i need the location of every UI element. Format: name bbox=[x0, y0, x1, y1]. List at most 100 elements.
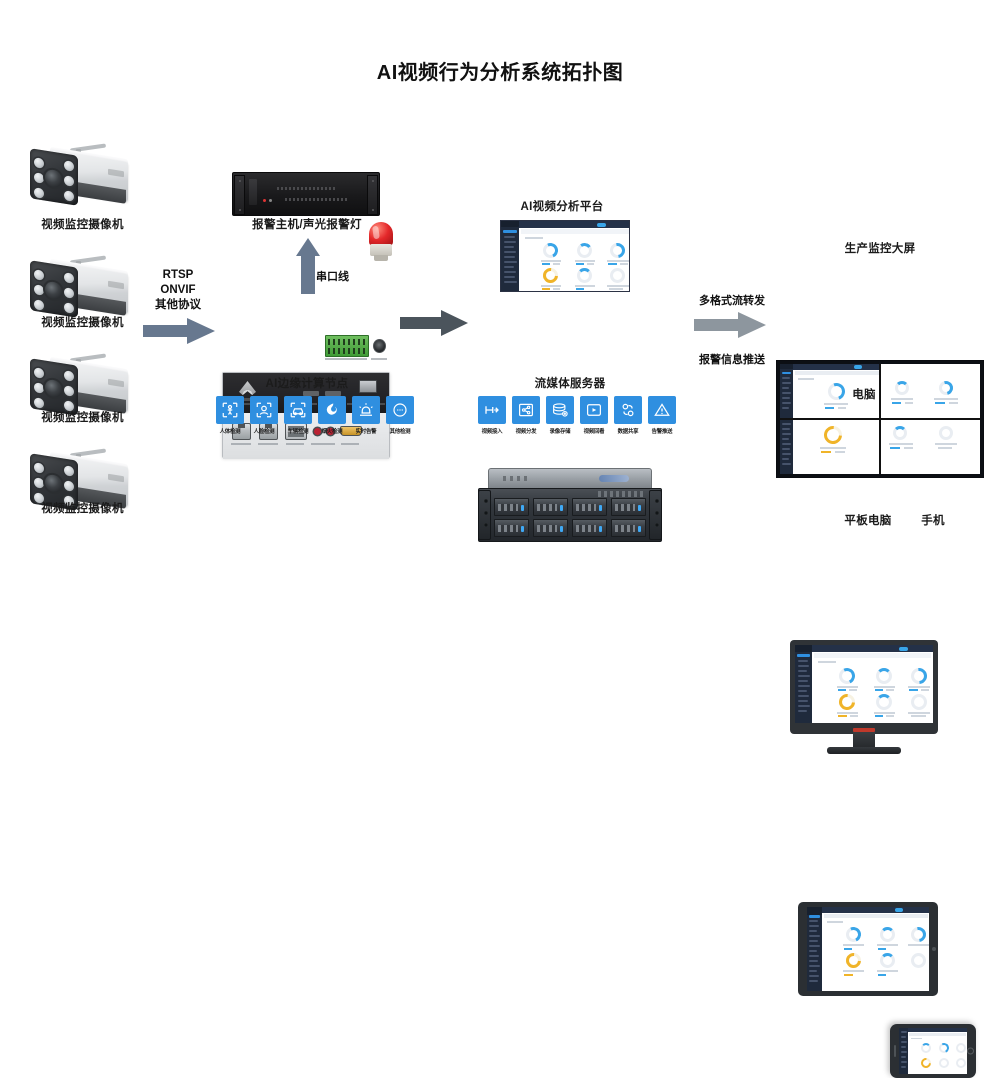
phone-home-button[interactable] bbox=[967, 1047, 974, 1055]
bnc-port-2-icon bbox=[327, 428, 334, 435]
output-arrow-bottom-label: 报警信息推送 bbox=[699, 354, 765, 366]
platform-label: AI视频分析平台 bbox=[520, 201, 604, 213]
edge-node-io-right bbox=[222, 328, 390, 374]
camera-icon bbox=[26, 448, 138, 513]
realtime-alarm-icon bbox=[352, 396, 380, 424]
feature-vehicle-detect[interactable]: 车辆检测 bbox=[284, 396, 312, 435]
tablet-home-button[interactable] bbox=[931, 947, 936, 951]
feature-label: 其他检测 bbox=[389, 429, 411, 435]
phone-speaker bbox=[893, 1045, 896, 1057]
protocol-line-1: RTSP bbox=[162, 269, 194, 281]
camera-icon bbox=[26, 353, 138, 418]
serial-cable-arrow bbox=[296, 238, 320, 299]
other-detect-icon bbox=[386, 396, 414, 424]
feature-label: 视频接入 bbox=[481, 429, 503, 435]
computer-label: 电脑 bbox=[852, 389, 876, 401]
edge-node-overlay bbox=[222, 288, 390, 374]
human-body-detect-icon bbox=[216, 396, 244, 424]
feature-face-detect[interactable]: 人脸检测 bbox=[250, 396, 278, 435]
feature-data-share[interactable]: 数据共享 bbox=[614, 396, 642, 435]
strobe-dome-icon bbox=[369, 222, 393, 246]
video-wall-label: 生产监控大屏 bbox=[844, 243, 916, 255]
edge-to-server-arrow bbox=[400, 310, 468, 336]
feature-video-ingest[interactable]: 视频接入 bbox=[478, 396, 506, 435]
video-wall[interactable] bbox=[776, 360, 984, 478]
dashboard-screen bbox=[501, 221, 629, 291]
page-title: AI视频行为分析系统拓扑图 bbox=[376, 62, 624, 84]
stream-media-server[interactable] bbox=[478, 468, 662, 542]
smartphone[interactable] bbox=[890, 1024, 976, 1078]
feature-label: 告警推送 bbox=[651, 429, 673, 435]
desktop-computer[interactable] bbox=[790, 640, 938, 758]
feature-label: 车辆检测 bbox=[287, 429, 309, 435]
tablet-label: 平板电脑 bbox=[844, 515, 892, 527]
camera-2[interactable] bbox=[22, 254, 142, 326]
video-distribute-icon bbox=[512, 396, 540, 424]
record-storage-icon bbox=[546, 396, 574, 424]
feature-record-storage[interactable]: 录像存储 bbox=[546, 396, 574, 435]
edge-node-label: AI边缘计算节点 bbox=[265, 378, 349, 390]
stream-server-label: 流媒体服务器 bbox=[534, 378, 606, 390]
camera-icon bbox=[26, 143, 138, 208]
wall-cell-1[interactable] bbox=[780, 364, 879, 418]
phone-screen[interactable] bbox=[899, 1028, 967, 1074]
feature-alarm-push[interactable]: 告警推送 bbox=[648, 396, 676, 435]
feature-video-distribute[interactable]: 视频分发 bbox=[512, 396, 540, 435]
feature-fire-smoke-detect[interactable]: 烟火检测 bbox=[318, 396, 346, 435]
vehicle-detect-icon bbox=[284, 396, 312, 424]
ai-video-analysis-platform[interactable] bbox=[500, 220, 630, 292]
strobe-alarm-light[interactable] bbox=[368, 222, 394, 262]
edge-mini-port-icon bbox=[359, 380, 377, 393]
camera-icon bbox=[26, 255, 138, 320]
monitor-bezel bbox=[790, 640, 938, 734]
fire-smoke-detect-icon bbox=[318, 396, 346, 424]
feature-label: 烟火检测 bbox=[321, 429, 343, 435]
wall-cell-2[interactable] bbox=[881, 364, 980, 418]
protocol-line-2: ONVIF bbox=[160, 284, 196, 296]
bnc-port-1-icon bbox=[314, 428, 321, 435]
feature-video-playback[interactable]: 视频回看 bbox=[580, 396, 608, 435]
face-detect-icon bbox=[250, 396, 278, 424]
monitor-screen[interactable] bbox=[795, 645, 933, 723]
rj45-port-2-icon bbox=[259, 423, 278, 440]
monitor-stand-base bbox=[827, 747, 901, 754]
feature-label: 视频回看 bbox=[583, 429, 605, 435]
feature-human-body-detect[interactable]: 人体检测 bbox=[216, 396, 244, 435]
tablet[interactable] bbox=[798, 902, 938, 996]
hdmi-port-icon bbox=[340, 426, 362, 436]
alarm-host[interactable] bbox=[232, 172, 380, 216]
protocol-arrow bbox=[143, 318, 215, 344]
camera-1[interactable] bbox=[22, 142, 142, 214]
feature-label: 数据共享 bbox=[617, 429, 639, 435]
server-feature-tiles: 视频接入 视频分发 录像存储 bbox=[478, 396, 676, 435]
alarm-push-icon bbox=[648, 396, 676, 424]
camera-4[interactable] bbox=[22, 447, 142, 519]
protocol-labels: RTSP ONVIF 其他协议 bbox=[140, 268, 216, 313]
arrow-right-icon bbox=[694, 312, 766, 338]
camera-1-label: 视频监控摄像机 bbox=[41, 219, 124, 231]
output-arrow-top-label: 多格式流转发 bbox=[699, 295, 765, 307]
arrow-up-icon bbox=[296, 238, 320, 294]
edge-feature-tiles: 人体检测 人脸检测 车辆检测 bbox=[216, 396, 414, 435]
feature-other-detect[interactable]: 其他检测 bbox=[386, 396, 414, 435]
video-wall-grid bbox=[780, 364, 980, 474]
camera-4-label: 视频监控摄像机 bbox=[41, 503, 124, 515]
terminal-block-icon bbox=[325, 335, 369, 357]
drive-bays bbox=[494, 498, 646, 538]
feature-label: 实时告警 bbox=[355, 429, 377, 435]
arrow-right-icon bbox=[143, 318, 215, 344]
camera-2-label: 视频监控摄像机 bbox=[41, 317, 124, 329]
power-jack-icon bbox=[373, 339, 386, 353]
feature-label: 录像存储 bbox=[549, 429, 571, 435]
feature-label: 人体检测 bbox=[219, 429, 241, 435]
video-playback-icon bbox=[580, 396, 608, 424]
protocol-line-3: 其他协议 bbox=[155, 299, 201, 311]
camera-3[interactable] bbox=[22, 352, 142, 424]
feature-label: 视频分发 bbox=[515, 429, 537, 435]
feature-label: 人脸检测 bbox=[253, 429, 275, 435]
tablet-screen[interactable] bbox=[807, 907, 929, 991]
feature-realtime-alarm[interactable]: 实时告警 bbox=[352, 396, 380, 435]
video-ingest-icon bbox=[478, 396, 506, 424]
wall-cell-3[interactable] bbox=[780, 420, 879, 474]
wall-cell-4[interactable] bbox=[881, 420, 980, 474]
